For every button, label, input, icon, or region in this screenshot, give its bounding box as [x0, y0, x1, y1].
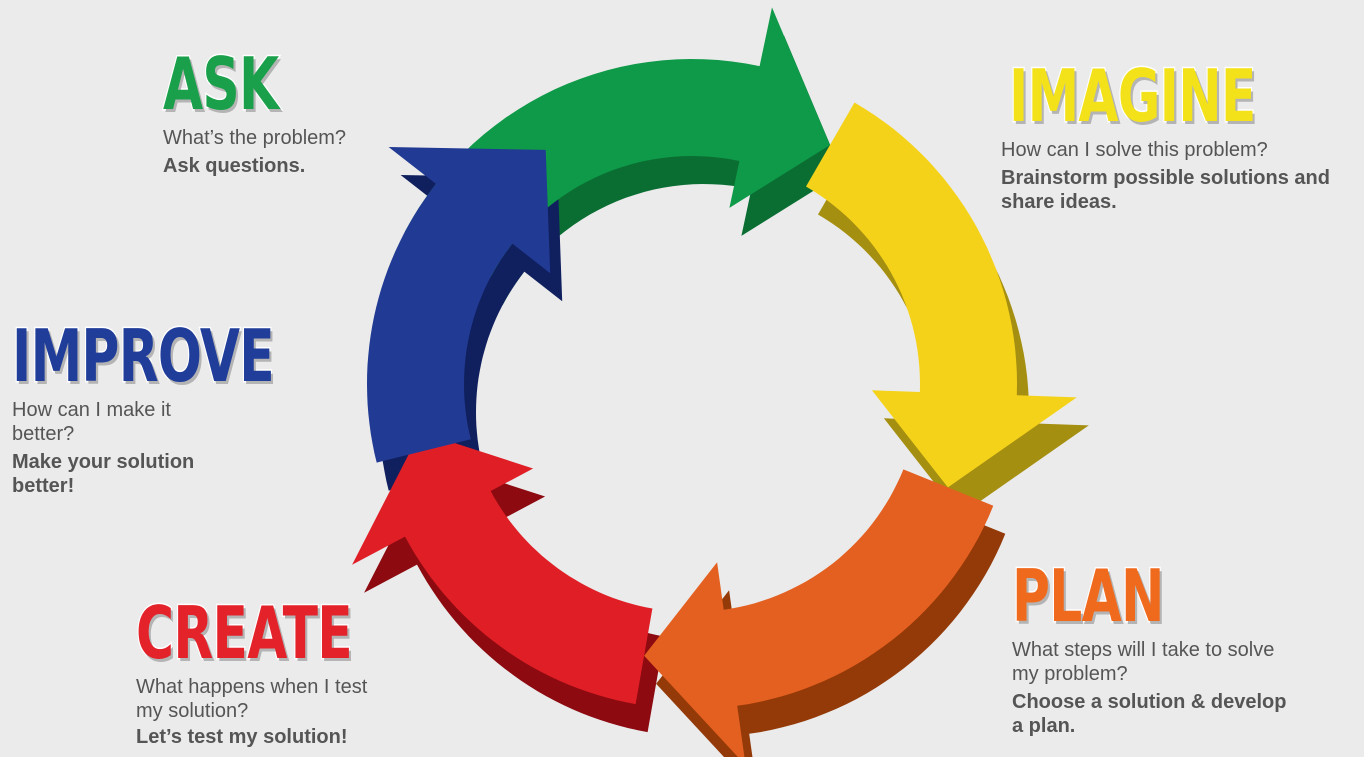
stage-title-improve: IMPROVE: [11, 314, 276, 398]
stage-improve: IMPROVE How can I make it better? Make y…: [11, 314, 276, 498]
stage-question-imagine: How can I solve this problem?: [1001, 139, 1268, 161]
stage-action-plan: Choose a solution & develop a plan.: [1012, 691, 1287, 737]
stage-question-improve: How can I make it better?: [12, 399, 171, 445]
arrow-improve: [367, 147, 551, 463]
stage-title-ask: ASK: [162, 42, 280, 126]
stage-action-improve: Make your solution better!: [12, 451, 195, 497]
stage-question-create: What happens when I test my solution?: [136, 676, 368, 722]
stage-title-imagine: IMAGINE: [1008, 54, 1257, 138]
stage-ask: ASK What’s the problem? Ask questions.: [162, 42, 423, 178]
arrow-create: [352, 431, 653, 705]
stage-title-create: CREATE: [135, 591, 354, 675]
stage-action-create: Let’s test my solution!: [136, 726, 348, 748]
stage-create: CREATE What happens when I test my solut…: [135, 591, 416, 749]
stage-action-imagine: Brainstorm possible solutions and share …: [1001, 167, 1330, 213]
stage-question-plan: What steps will I take to solve my probl…: [1012, 639, 1275, 685]
stage-title-plan: PLAN: [1011, 554, 1166, 638]
stage-plan: PLAN What steps will I take to solve my …: [1011, 554, 1302, 738]
stage-imagine: IMAGINE How can I solve this problem? Br…: [1001, 54, 1359, 214]
arrow-plan: [644, 469, 994, 757]
arrow-imagine: [806, 102, 1077, 488]
arrow-faces: [352, 7, 1077, 757]
stage-question-ask: What’s the problem?: [163, 127, 347, 149]
stage-action-ask: Ask questions.: [163, 155, 306, 177]
